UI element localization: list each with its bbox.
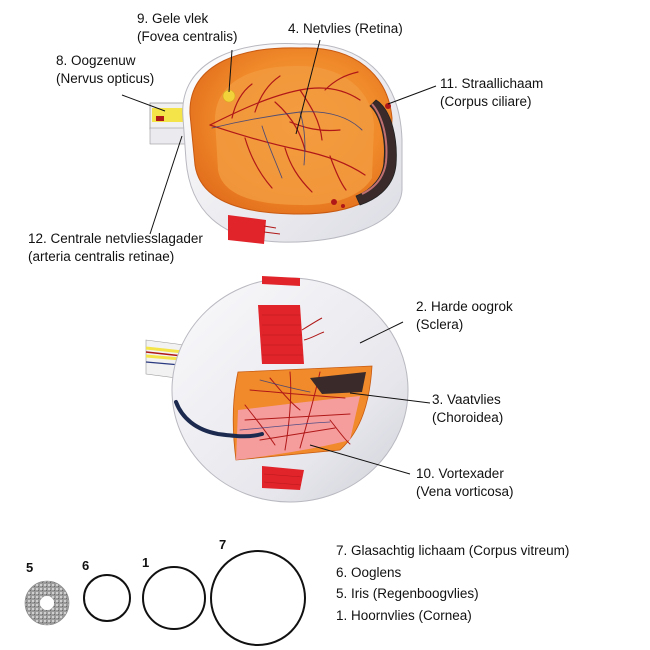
part-number-5: 5: [26, 560, 34, 575]
top-muscle: [228, 215, 266, 244]
parts-legend: 7. Glasachtig lichaam (Corpus vitreum) 6…: [336, 540, 569, 626]
top-eye-section: [149, 43, 403, 244]
retinal-vessels: [209, 71, 366, 193]
label-optic-nerve-line2: (Nervus opticus): [56, 71, 155, 86]
label-choroid-line2: (Choroidea): [432, 410, 504, 425]
part-number-1: 1: [142, 555, 150, 570]
label-choroid-line1: 3. Vaatvlies: [432, 392, 501, 407]
label-choroid: 3. Vaatvlies (Choroidea): [432, 391, 503, 427]
lens-circle: [83, 574, 131, 622]
label-central-artery: 12. Centrale netvliesslagader (arteria c…: [28, 230, 203, 266]
label-sclera-line1: 2. Harde oogrok: [416, 299, 513, 314]
legend-item-iris: 5. Iris (Regenboogvlies): [336, 586, 479, 601]
vitreous-circle: [210, 550, 306, 646]
label-sclera-line2: (Sclera): [416, 317, 464, 332]
cornea-circle: [142, 566, 206, 630]
label-ciliary-line2: (Corpus ciliare): [440, 94, 532, 109]
label-vortex: 10. Vortexader (Vena vorticosa): [416, 465, 514, 501]
ciliary-body: [355, 99, 397, 206]
leader-lines: [121, 39, 437, 475]
label-vortex-line2: (Vena vorticosa): [416, 484, 514, 499]
label-retina: 4. Netvlies (Retina): [288, 20, 403, 38]
bottom-eye-ball: [145, 276, 409, 503]
inferior-muscle: [262, 466, 304, 490]
label-optic-nerve: 8. Oogzenuw (Nervus opticus): [56, 52, 154, 88]
legend-item-lens: 6. Ooglens: [336, 564, 402, 580]
part-shapes: [24, 550, 306, 646]
label-fovea-line1: 9. Gele vlek: [137, 11, 209, 26]
part-number-7: 7: [219, 537, 227, 552]
label-vortex-line1: 10. Vortexader: [416, 466, 504, 481]
vortex-vessel: [174, 400, 264, 439]
label-ciliary: 11. Straallichaam (Corpus ciliare): [440, 75, 543, 111]
label-fovea-line2: (Fovea centralis): [137, 29, 238, 44]
pupil-hole: [40, 596, 54, 610]
part-number-6: 6: [82, 558, 90, 573]
label-central-artery-line2: (arteria centralis retinae): [28, 249, 175, 264]
superior-muscle: [258, 305, 304, 364]
legend-item-cornea: 1. Hoornvlies (Cornea): [336, 607, 472, 623]
label-sclera: 2. Harde oogrok (Sclera): [416, 298, 513, 334]
label-central-artery-line1: 12. Centrale netvliesslagader: [28, 231, 203, 246]
label-retina-line1: 4. Netvlies (Retina): [288, 21, 403, 36]
legend-item-vitreous: 7. Glasachtig lichaam (Corpus vitreum): [336, 543, 570, 558]
label-fovea: 9. Gele vlek (Fovea centralis): [137, 10, 238, 46]
label-optic-nerve-line1: 8. Oogzenuw: [56, 53, 136, 68]
label-ciliary-line1: 11. Straallichaam: [440, 76, 544, 91]
